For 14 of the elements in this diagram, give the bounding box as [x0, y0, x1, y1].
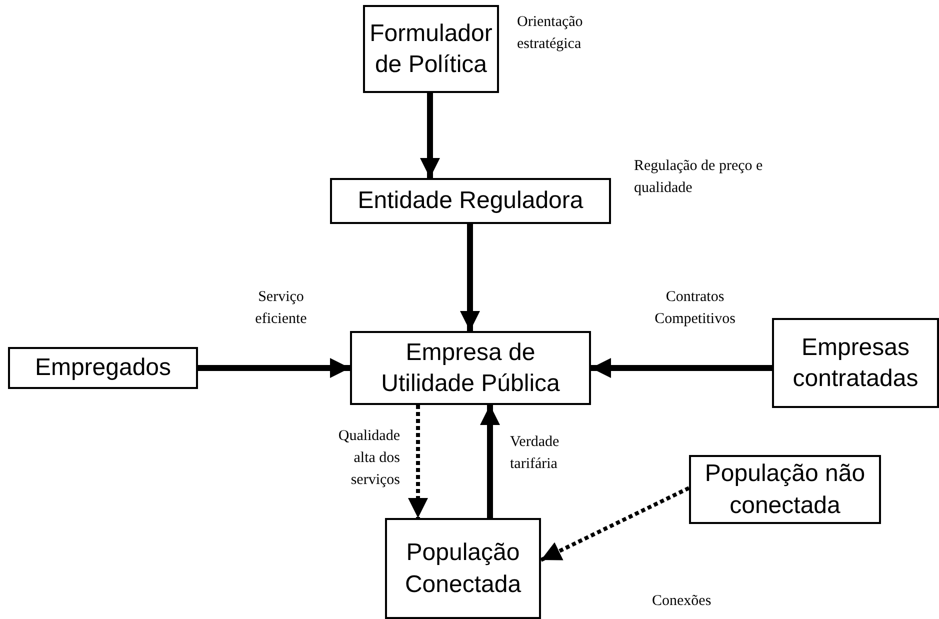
arrow — [408, 405, 428, 518]
process-box: Formulador de Política — [363, 5, 499, 93]
process-box: Empresas contratadas — [772, 318, 939, 408]
process-box: Entidade Reguladora — [330, 178, 611, 224]
arrow — [480, 405, 500, 518]
process-box: População não conectada — [689, 455, 881, 524]
arrow — [198, 358, 350, 378]
arrow — [540, 486, 690, 562]
process-box: Empresa de Utilidade Pública — [350, 331, 591, 405]
arrow — [460, 224, 480, 331]
arrow — [420, 93, 440, 178]
process-box: População Conectada — [385, 518, 541, 619]
process-box: Empregados — [8, 347, 198, 389]
arrow — [591, 358, 772, 378]
